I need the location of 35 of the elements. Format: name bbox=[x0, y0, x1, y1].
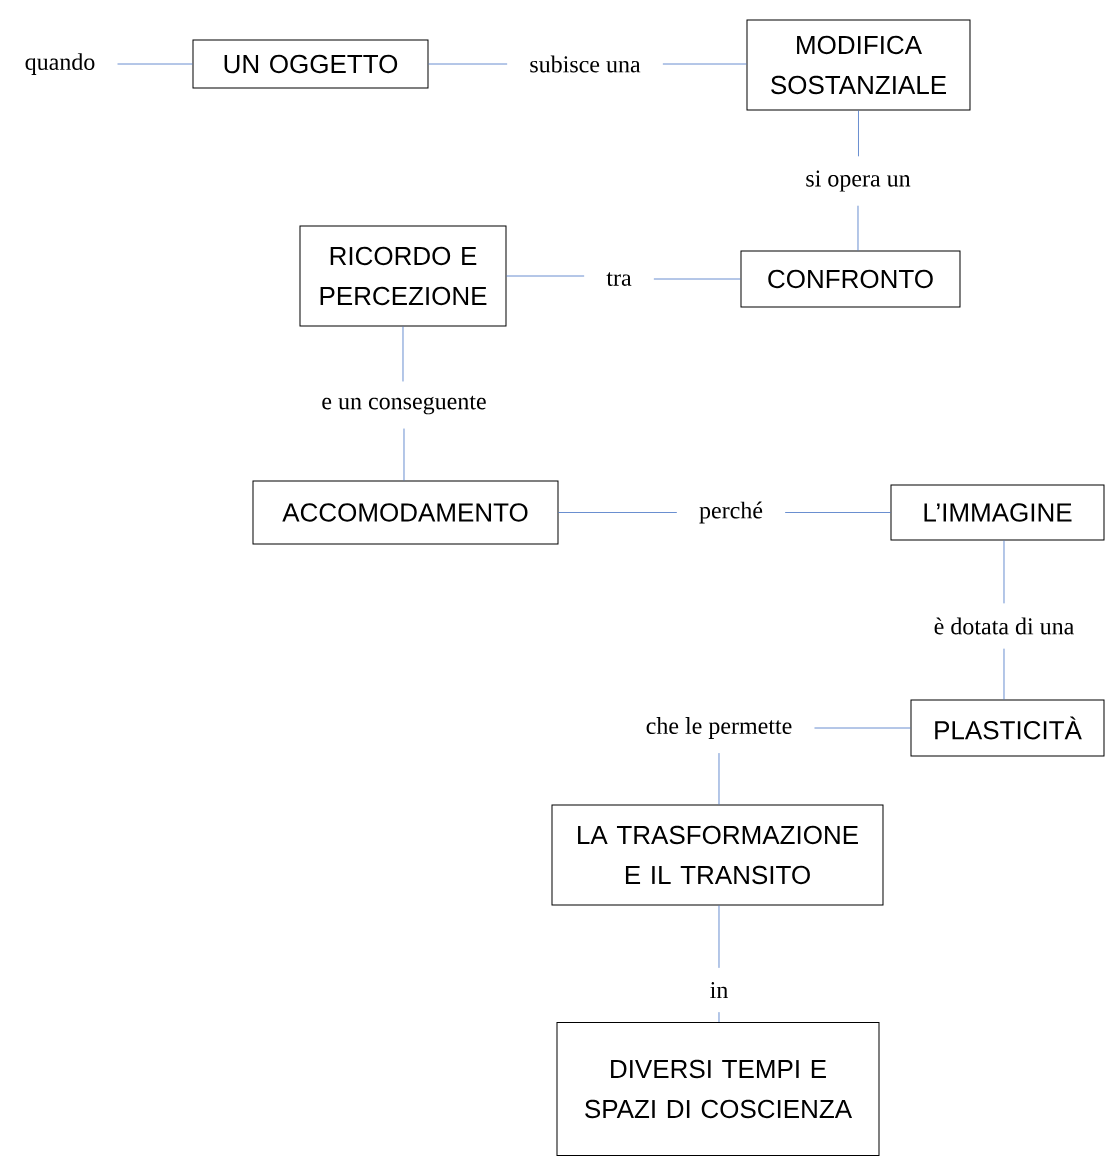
connector-line bbox=[117, 63, 193, 65]
linking-phrase: si opera un bbox=[806, 170, 911, 192]
linking-phrase: è dotata di una bbox=[934, 617, 1074, 635]
linking-phrase: perché bbox=[699, 501, 763, 524]
connector-line bbox=[814, 727, 911, 729]
connector-line bbox=[718, 905, 720, 969]
linking-phrase: tra bbox=[606, 272, 632, 286]
concept-box: ACCOMODAMENTO bbox=[252, 480, 559, 545]
connector-line bbox=[662, 63, 747, 65]
linking-phrase: in bbox=[710, 982, 728, 998]
concept-box: L’IMMAGINE bbox=[890, 484, 1105, 541]
linking-phrase: che le permette bbox=[646, 717, 792, 739]
concept-box: MODIFICA SOSTANZIALE bbox=[746, 19, 971, 111]
concept-box: PLASTICITÀ bbox=[910, 699, 1105, 757]
connector-line bbox=[1003, 540, 1005, 604]
connector-line bbox=[403, 428, 405, 481]
connector-line bbox=[857, 205, 859, 251]
concept-box: LA TRASFORMAZIONE E IL TRANSITO bbox=[551, 804, 884, 906]
connector-line bbox=[428, 63, 508, 65]
concept-box: DIVERSI TEMPI E SPAZI DI COSCIENZA bbox=[556, 1022, 880, 1156]
concept-box: CONFRONTO bbox=[740, 250, 961, 308]
connector-line bbox=[784, 512, 891, 513]
connector-line bbox=[402, 326, 404, 382]
connector-line bbox=[1003, 648, 1005, 700]
concept-box: UN OGGETTO bbox=[192, 39, 429, 89]
linking-phrase: subisce una bbox=[530, 55, 641, 73]
connector-line bbox=[718, 1011, 720, 1023]
connector-line bbox=[506, 275, 585, 277]
connector-line bbox=[558, 512, 678, 513]
connector-line bbox=[718, 752, 720, 805]
connector-line bbox=[858, 110, 859, 157]
linking-phrase: e un conseguente bbox=[322, 395, 486, 415]
linking-phrase: quando bbox=[25, 53, 95, 75]
concept-box: RICORDO E PERCEZIONE bbox=[299, 225, 507, 327]
connector-line bbox=[653, 278, 741, 280]
